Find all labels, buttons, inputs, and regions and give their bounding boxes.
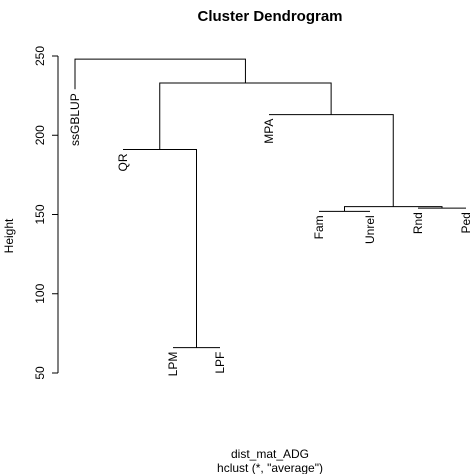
merge-link <box>74 58 246 90</box>
leaf-label: LPF <box>213 352 227 374</box>
leaf-label: ssGBLUP <box>68 93 82 146</box>
merge-link <box>159 82 332 150</box>
y-tick-label: 50 <box>33 366 47 380</box>
y-tick-label: 150 <box>33 204 47 224</box>
chart-title: Cluster Dendrogram <box>197 8 342 25</box>
y-axis: 50 100 150 200 250 <box>33 46 59 380</box>
leaf-label: Fam <box>312 215 326 239</box>
leaf-label: Unrel <box>363 215 377 244</box>
merge-link <box>269 114 394 207</box>
y-tick-label: 200 <box>33 125 47 145</box>
dendrogram-tree <box>74 58 466 349</box>
y-tick-label: 250 <box>33 46 47 66</box>
leaf-label: LPM <box>166 352 180 377</box>
merge-link <box>123 149 197 348</box>
leaf-label: MPA <box>262 119 276 144</box>
x-axis-label: dist_mat_ADG <box>231 447 309 461</box>
leaf-labels: ssGBLUP QR LPM LPF MPA Fam Unrel Rnd Ped <box>68 93 473 376</box>
leaf-label: Rnd <box>411 212 425 234</box>
y-axis-label: Height <box>2 218 16 253</box>
leaf-label: QR <box>116 153 130 171</box>
y-tick-label: 100 <box>33 283 47 303</box>
leaf-label: Ped <box>459 212 473 233</box>
method-sublabel: hclust (*, "average") <box>217 461 323 474</box>
merge-link <box>344 206 443 212</box>
